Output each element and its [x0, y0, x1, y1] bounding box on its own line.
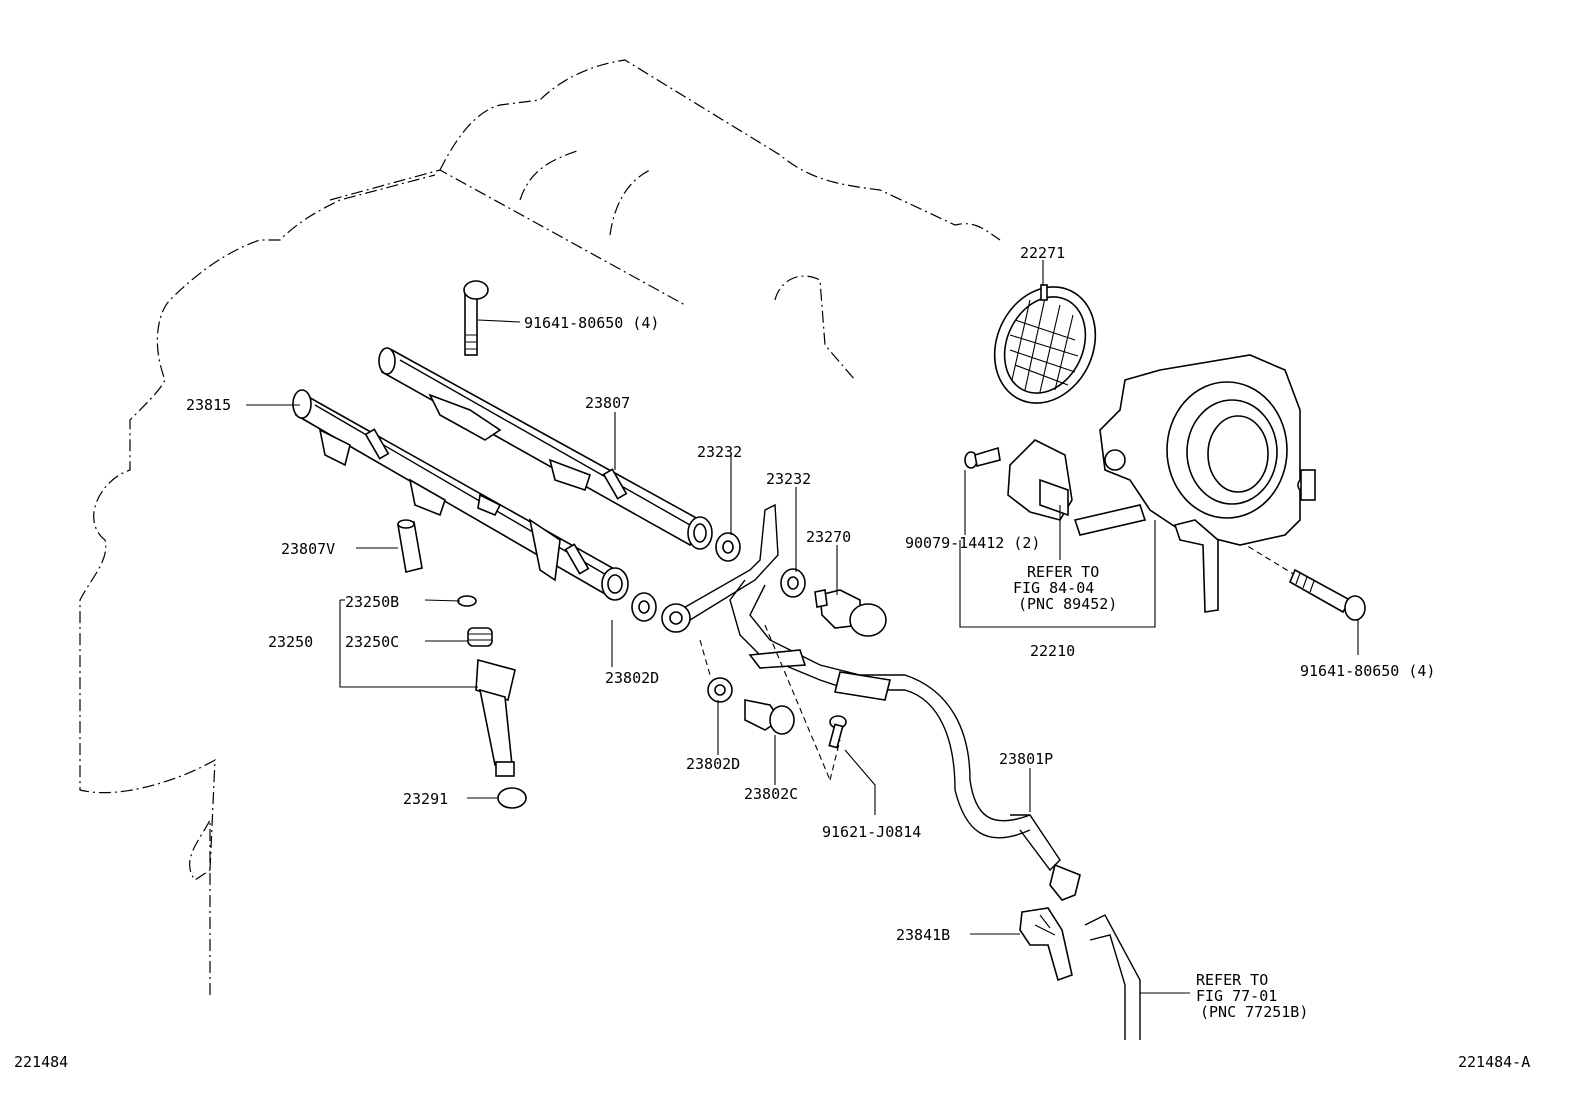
refer-77-line1: REFER TO: [1196, 971, 1268, 989]
screw-90079: [964, 446, 1001, 469]
figure-number-right: 221484-A: [1458, 1053, 1530, 1071]
throttle-sensor: [1007, 439, 1073, 521]
label-23841b: 23841B: [896, 926, 950, 944]
label-23802d-a: 23802D: [605, 669, 659, 687]
seal-23291: [497, 787, 527, 809]
injector-23250: [475, 658, 516, 777]
label-23232-a: 23232: [697, 443, 742, 461]
label-23815: 23815: [186, 396, 231, 414]
bolt-91641-right: [1288, 568, 1366, 621]
label-23802c: 23802C: [744, 785, 798, 803]
fuel-pipe: [661, 503, 1031, 839]
label-23291: 23291: [403, 790, 448, 808]
fuel-rail-23815: [292, 389, 629, 601]
throttle-body-22210: [1073, 354, 1316, 613]
label-22271: 22271: [1020, 244, 1065, 262]
part-23807v: [397, 519, 423, 573]
hose-23801p: [1010, 814, 1081, 901]
engine-outline: [79, 59, 1001, 995]
label-91621: 91621-J0814: [822, 823, 921, 841]
part-labels: 22271 91641-80650 (4) 23815 23807 23232 …: [14, 244, 1530, 1071]
label-23801p: 23801P: [999, 750, 1053, 768]
label-23270: 23270: [806, 528, 851, 546]
bolt-91621: [828, 715, 847, 749]
damper-23270: [814, 589, 887, 637]
fuel-rail-23807: [378, 347, 713, 550]
label-23232-b: 23232: [766, 470, 811, 488]
o-ring-23250b: [457, 595, 477, 607]
label-23250b: 23250B: [345, 593, 399, 611]
label-90079: 90079-14412 (2): [905, 534, 1040, 552]
refer-77-line2: FIG 77-01: [1196, 987, 1277, 1005]
bolt-91641-top: [463, 280, 489, 356]
label-23807v: 23807V: [281, 540, 335, 558]
figure-number-left: 221484: [14, 1053, 68, 1071]
hose-bottom: [1084, 914, 1141, 1040]
label-22210: 22210: [1030, 642, 1075, 660]
refer-77-line3: (PNC 77251B): [1200, 1003, 1308, 1021]
bolt-23802c: [744, 699, 795, 735]
leader-lines: [246, 260, 1359, 994]
label-23250c: 23250C: [345, 633, 399, 651]
label-91641-top: 91641-80650 (4): [524, 314, 659, 332]
grommet-23250c: [467, 627, 493, 647]
clip-23841b: [1019, 907, 1073, 982]
gasket-22271: [993, 284, 1097, 404]
label-23807: 23807: [585, 394, 630, 412]
refer-84-line1: REFER TO: [1027, 563, 1099, 581]
refer-84-line2: FIG 84-04: [1013, 579, 1094, 597]
label-23250: 23250: [268, 633, 313, 651]
label-91641-right: 91641-80650 (4): [1300, 662, 1435, 680]
label-23802d-b: 23802D: [686, 755, 740, 773]
refer-84-line3: (PNC 89452): [1018, 595, 1117, 613]
